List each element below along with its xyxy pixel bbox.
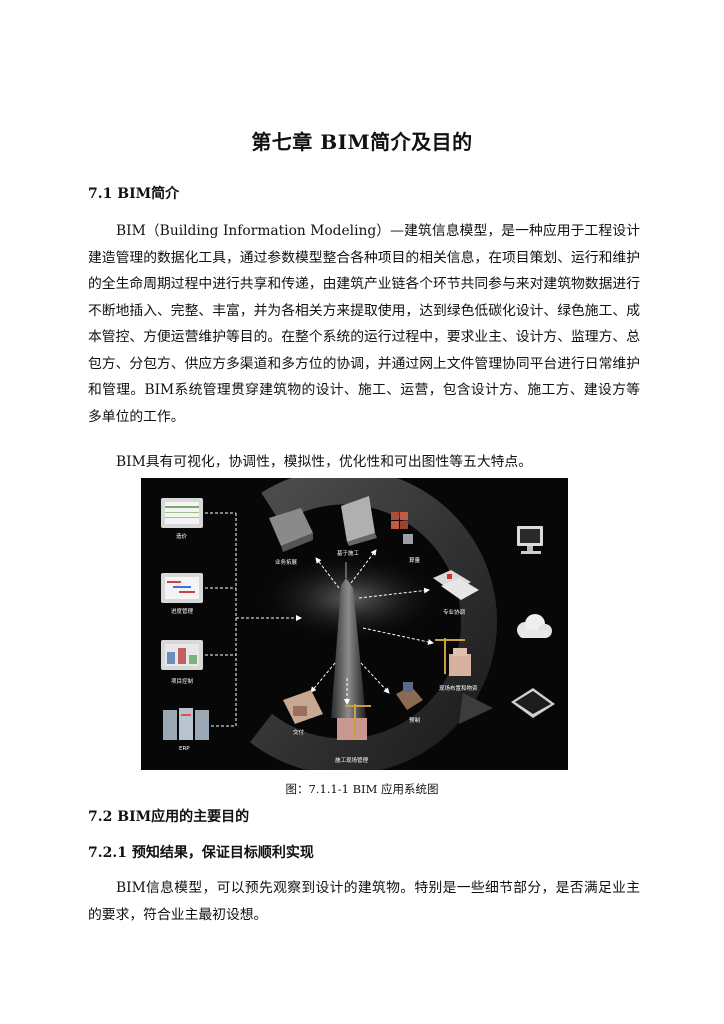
paragraph-bim-intro: BIM（Building Information Modeling）—建筑信息模… — [88, 223, 640, 425]
ring-item-coordination: 专业协调 — [433, 570, 479, 616]
section-heading-7-1: 7.1 BIM简介 — [88, 186, 180, 202]
paragraph-bim-preview: BIM信息模型，可以预先观察到设计的建筑物。特别是一些细节部分，是否满足业主的要… — [88, 880, 640, 923]
label-prefab: 预制 — [409, 716, 421, 724]
label-erp: ERP — [179, 746, 190, 752]
tower-connectors — [310, 549, 434, 705]
ring-item-delivery: 交付 — [283, 690, 323, 736]
ring-item-business: 业务拓展 — [269, 508, 313, 566]
tower-model — [331, 578, 366, 718]
lifecycle-ring — [249, 478, 497, 770]
label-delivery: 交付 — [293, 728, 305, 736]
label-cost: 造价 — [176, 532, 188, 540]
bim-application-diagram: 造价 进度管理 项目控制 ERP — [141, 478, 568, 770]
figure-caption: 图：7.1.1-1 BIM 应用系统图 — [285, 782, 439, 796]
section-heading-7-2: 7.2 BIM应用的主要目的 — [88, 809, 250, 825]
label-quantity: 算量 — [409, 556, 421, 564]
left-item-erp: ERP — [163, 708, 209, 752]
label-construction: 基于施工 — [337, 549, 360, 557]
ring-item-site-layout: 现场布置和物资 — [435, 638, 478, 692]
label-schedule: 进度管理 — [171, 607, 194, 615]
ring-item-construction: 基于施工 — [337, 496, 377, 557]
paragraph-bim-features: BIM具有可视化，协调性，模拟性，优化性和可出图性等五大特点。 — [116, 454, 533, 470]
label-site-layout: 现场布置和物资 — [439, 684, 478, 692]
mobile-device-icon — [511, 688, 555, 718]
ring-item-site-management: 施工现场管理 — [335, 704, 371, 764]
left-connectors — [205, 512, 302, 727]
label-project-control: 项目控制 — [171, 677, 194, 685]
left-item-project-control: 项目控制 — [161, 640, 203, 685]
chapter-title: 第七章 BIM简介及目的 — [251, 130, 473, 154]
label-site-management: 施工现场管理 — [335, 756, 369, 764]
ring-arrow-head — [459, 693, 493, 724]
section-heading-7-2-1: 7.2.1 预知结果，保证目标顺利实现 — [88, 845, 314, 861]
cloud-icon — [517, 614, 552, 638]
ring-item-quantity: 算量 — [391, 512, 421, 564]
label-coordination: 专业协调 — [443, 608, 466, 616]
left-item-cost: 造价 — [161, 498, 203, 540]
left-item-schedule: 进度管理 — [161, 573, 203, 615]
desktop-computer-icon — [517, 526, 543, 554]
bim-diagram-svg: 造价 进度管理 项目控制 ERP — [161, 478, 555, 770]
ring-item-prefab: 预制 — [396, 682, 423, 724]
label-business: 业务拓展 — [275, 558, 298, 566]
